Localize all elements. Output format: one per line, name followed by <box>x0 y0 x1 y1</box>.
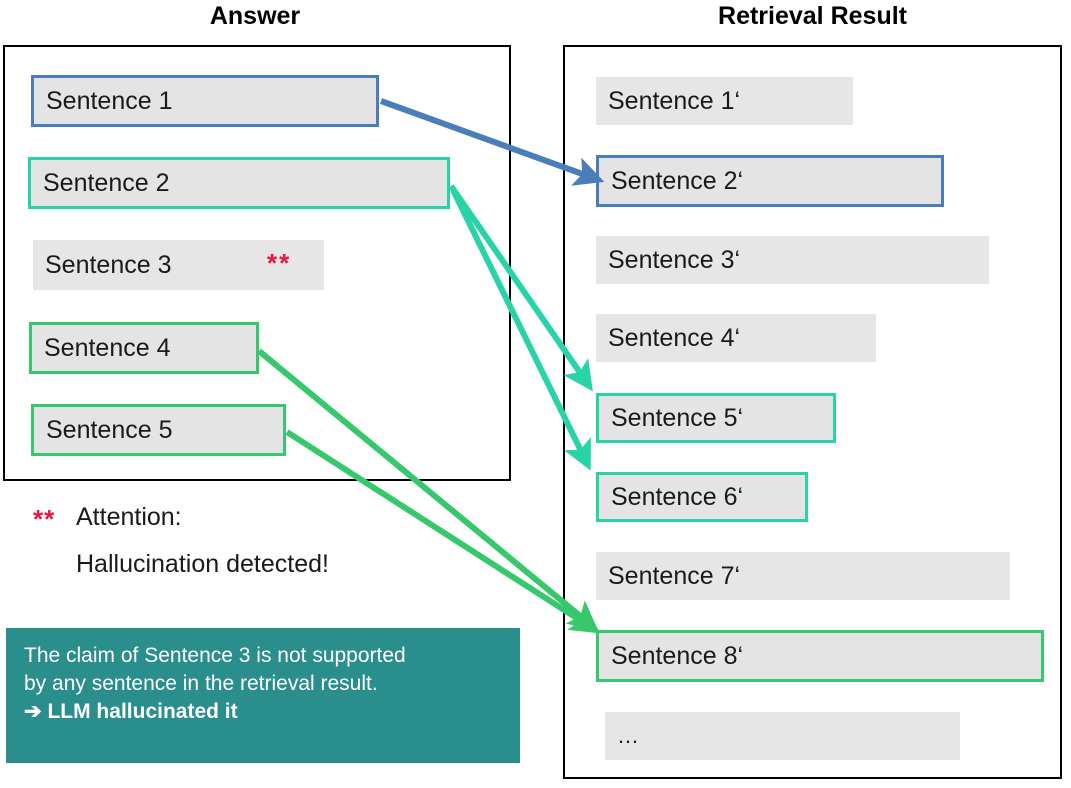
retrieval-sentence-ellipsis[interactable]: … <box>605 712 960 760</box>
answer-sentence-1-label: Sentence 1 <box>46 86 173 115</box>
answer-sentence-4[interactable]: Sentence 4 <box>29 322 259 374</box>
retrieval-sentence-6[interactable]: Sentence 6‘ <box>596 472 808 522</box>
answer-sentence-4-label: Sentence 4 <box>44 333 171 362</box>
callout-conclusion-row: ➔ LLM hallucinated it <box>24 698 502 726</box>
answer-sentence-3-label: Sentence 3 <box>45 250 172 279</box>
answer-sentence-2[interactable]: Sentence 2 <box>28 157 450 209</box>
retrieval-sentence-3[interactable]: Sentence 3‘ <box>596 236 989 284</box>
retrieval-column-heading: Retrieval Result <box>718 2 907 30</box>
answer-column-heading: Answer <box>209 2 301 30</box>
answer-sentence-2-label: Sentence 2 <box>43 168 170 197</box>
retrieval-sentence-2-label: Sentence 2‘ <box>611 166 744 195</box>
right-arrow-icon: ➔ <box>24 699 42 723</box>
attention-heading: Attention: <box>76 503 182 531</box>
callout-line-1: The claim of Sentence 3 is not supported <box>24 644 406 667</box>
retrieval-sentence-1-label: Sentence 1‘ <box>608 86 741 115</box>
retrieval-sentence-ellipsis-label: … <box>617 723 639 748</box>
answer-sentence-3[interactable]: Sentence 3 <box>33 240 324 290</box>
retrieval-sentence-6-label: Sentence 6‘ <box>611 482 744 511</box>
retrieval-sentence-4-label: Sentence 4‘ <box>608 323 741 352</box>
callout-conclusion-label: LLM hallucinated it <box>47 699 238 723</box>
retrieval-sentence-2[interactable]: Sentence 2‘ <box>596 155 944 207</box>
retrieval-sentence-3-label: Sentence 3‘ <box>608 245 741 274</box>
retrieval-sentence-7[interactable]: Sentence 7‘ <box>596 552 1010 600</box>
retrieval-sentence-5[interactable]: Sentence 5‘ <box>596 393 836 443</box>
retrieval-sentence-4[interactable]: Sentence 4‘ <box>596 314 876 362</box>
retrieval-sentence-1[interactable]: Sentence 1‘ <box>596 77 853 125</box>
answer-sentence-1[interactable]: Sentence 1 <box>31 75 379 127</box>
answer-sentence-5[interactable]: Sentence 5 <box>31 404 286 456</box>
retrieval-sentence-8-label: Sentence 8‘ <box>611 641 744 670</box>
retrieval-sentence-8[interactable]: Sentence 8‘ <box>596 630 1044 682</box>
attention-stars: ** <box>33 504 56 534</box>
answer-sentence-5-label: Sentence 5 <box>46 415 173 444</box>
hallucination-marker-stars: ** <box>267 248 292 278</box>
retrieval-sentence-5-label: Sentence 5‘ <box>611 403 744 432</box>
callout-line-2: by any sentence in the retrieval result. <box>24 671 378 695</box>
attention-message: Hallucination detected! <box>76 550 329 578</box>
hallucination-callout-box: The claim of Sentence 3 is not supported… <box>6 628 520 763</box>
retrieval-sentence-7-label: Sentence 7‘ <box>608 561 741 590</box>
